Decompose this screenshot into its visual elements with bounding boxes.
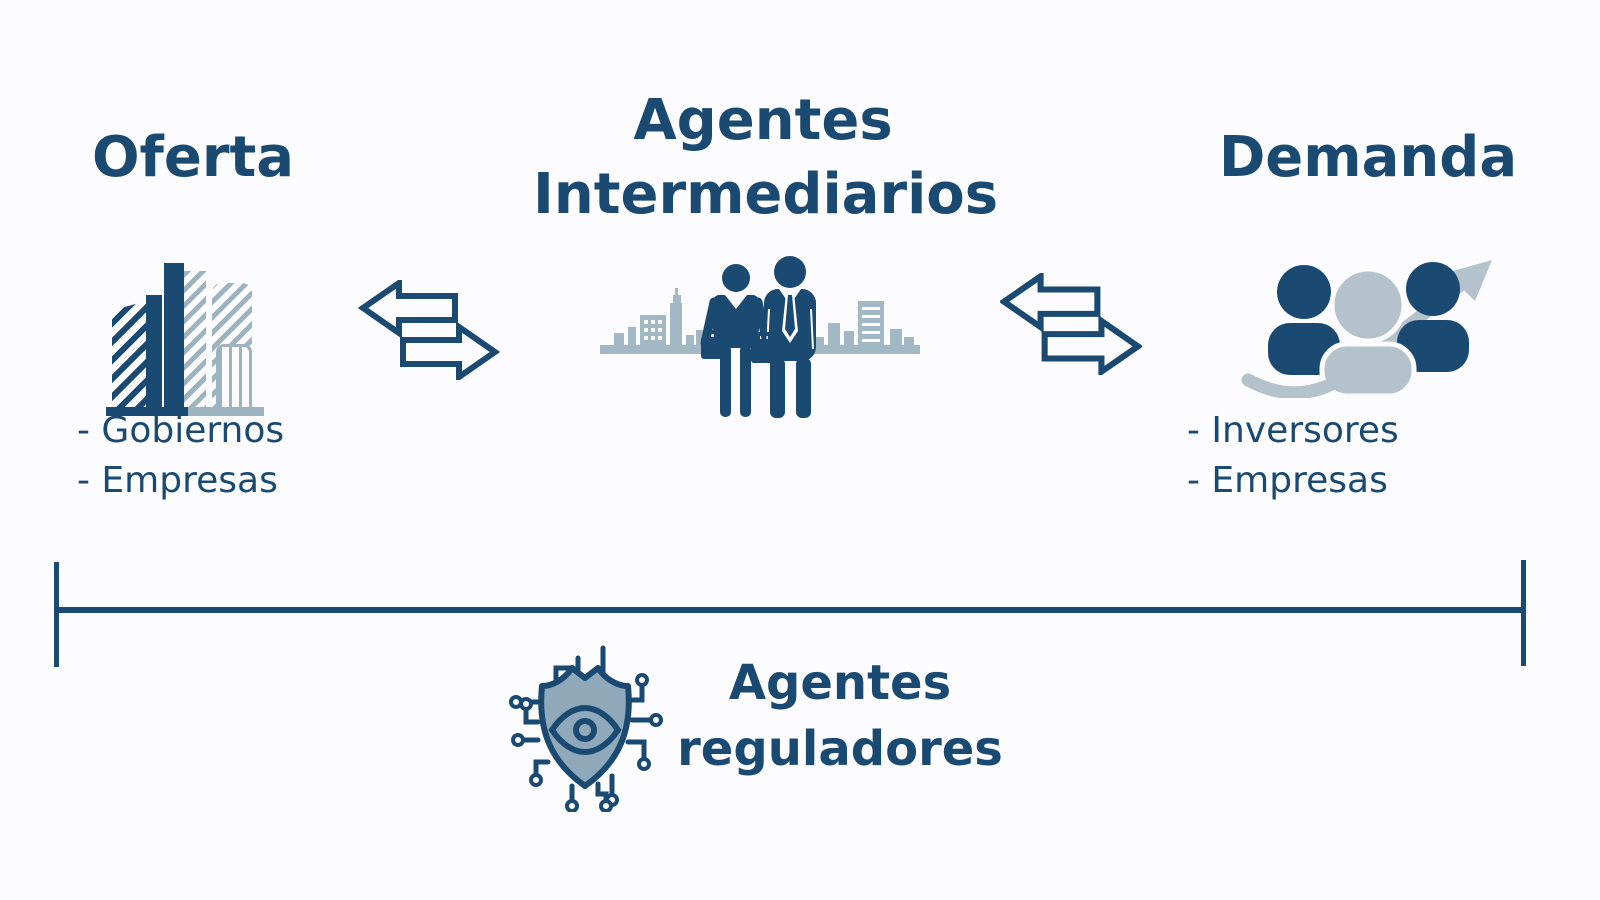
business-people-city-icon [600,256,920,418]
city-buildings-icon [100,252,270,420]
building-front-tower [216,344,252,407]
demand-title: Demanda [1218,125,1518,190]
regulators-span-right-cap [1521,560,1526,666]
demand-list-item: - Inversores [1187,410,1399,451]
building-tall-striped [184,271,206,407]
eye-outline [548,704,622,756]
intermediaries-title: Agentes Intermediarios [533,84,999,232]
growth-arrow-head [1446,260,1492,301]
businesswoman-figure [700,264,772,417]
left-skyline-windows [644,320,662,340]
regulators-span-left-cap [54,562,59,667]
circuit-nodes [509,673,663,812]
intermediaries-title-line1: Agentes [633,88,893,153]
eye-pupil [573,718,597,742]
building-striped-left [112,301,146,407]
building-tall-dark [164,263,184,407]
supply-list-item: - Empresas [77,460,278,501]
shield-shape [538,665,632,789]
building-dark-side [146,295,162,407]
supply-title: Oferta [91,125,295,190]
double-exchange-arrows-icon [1000,273,1142,375]
supply-list-item: - Gobiernos [77,410,285,451]
regulators-span-line [56,607,1524,613]
buildings-base [106,407,264,416]
regulators-title-line1: Agentes [728,655,952,711]
cyber-shield-eye-icon [509,645,663,812]
supply-list: - Gobiernos - Empresas [77,406,284,506]
front-person [1319,266,1417,398]
left-skyline [600,288,712,354]
right-skyline-windows [862,307,880,342]
regulators-title-line2: reguladores [677,721,1003,777]
double-exchange-arrows-icon [358,280,500,380]
demand-list-item: - Empresas [1187,460,1388,501]
intermediaries-title-line2: Intermediarios [533,162,999,227]
back-people [1268,262,1469,375]
regulators-title: Agentes reguladores [620,650,1060,782]
businessman-figure [751,256,816,418]
demand-list: - Inversores - Empresas [1187,406,1399,506]
investors-growth-arrow-icon [1241,260,1492,398]
growth-arrow-tail [1241,373,1345,398]
